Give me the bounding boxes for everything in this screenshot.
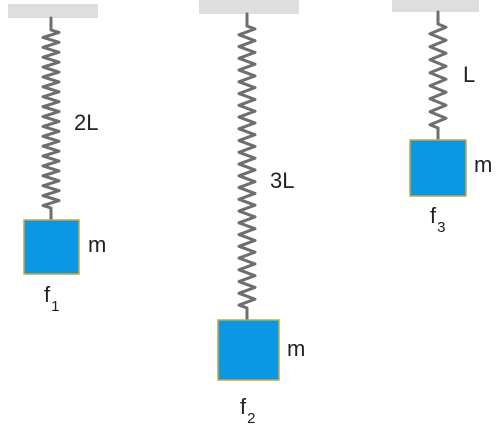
- system-3: L m f3: [392, 0, 492, 236]
- spring-3: [428, 10, 448, 142]
- mass-label-3: m: [474, 152, 492, 177]
- spring-1: [41, 16, 61, 222]
- length-label-3: L: [463, 62, 475, 87]
- frequency-letter-3: f: [430, 203, 437, 228]
- spring-2: [237, 12, 257, 322]
- frequency-label-1: f1: [44, 282, 59, 315]
- ceiling-2: [199, 0, 299, 14]
- ceiling-1: [8, 4, 98, 18]
- system-2: 3L m f2: [199, 0, 305, 427]
- frequency-index-1: 1: [51, 298, 59, 315]
- mass-block-3: [409, 139, 467, 197]
- mass-block-2: [217, 319, 280, 381]
- mass-label-1: m: [88, 232, 106, 257]
- mass-label-2: m: [287, 336, 305, 361]
- length-label-1: 2L: [74, 110, 98, 135]
- frequency-index-2: 2: [247, 410, 255, 427]
- mass-block-1: [23, 219, 80, 275]
- frequency-label-2: f2: [240, 394, 255, 427]
- frequency-letter-1: f: [44, 282, 51, 307]
- length-label-2: 3L: [270, 168, 294, 193]
- frequency-letter-2: f: [240, 394, 247, 419]
- frequency-label-3: f3: [430, 203, 445, 236]
- system-1: 2L m f1: [8, 4, 106, 315]
- frequency-index-3: 3: [437, 219, 445, 236]
- ceiling-3: [392, 0, 479, 12]
